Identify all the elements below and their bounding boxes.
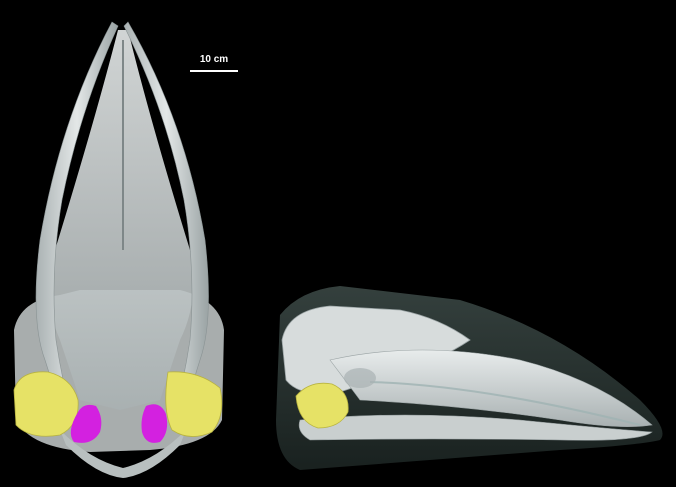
- lateral-orbit: [344, 368, 376, 388]
- dorsal-yellow-structures: [13, 371, 223, 437]
- scale-bar-line: [190, 70, 238, 72]
- dorsal-magenta-structures: [70, 404, 168, 443]
- lateral-jaw-groove: [369, 381, 641, 426]
- dorsal-magenta-left: [70, 404, 102, 443]
- scale-bar-label: 10 cm: [199, 54, 229, 65]
- dorsal-magenta-right: [141, 404, 168, 443]
- scale-bar: 10 cm: [190, 54, 238, 72]
- dorsal-yellow-right: [165, 371, 223, 437]
- lateral-yellow-structure: [295, 382, 349, 429]
- dorsal-occipital: [60, 430, 186, 478]
- dorsal-rostrum: [49, 30, 194, 410]
- lateral-view-skull: [276, 286, 663, 470]
- dorsal-yellow-left: [13, 371, 79, 437]
- lateral-rostrum: [329, 349, 653, 427]
- lateral-mandible: [298, 414, 653, 441]
